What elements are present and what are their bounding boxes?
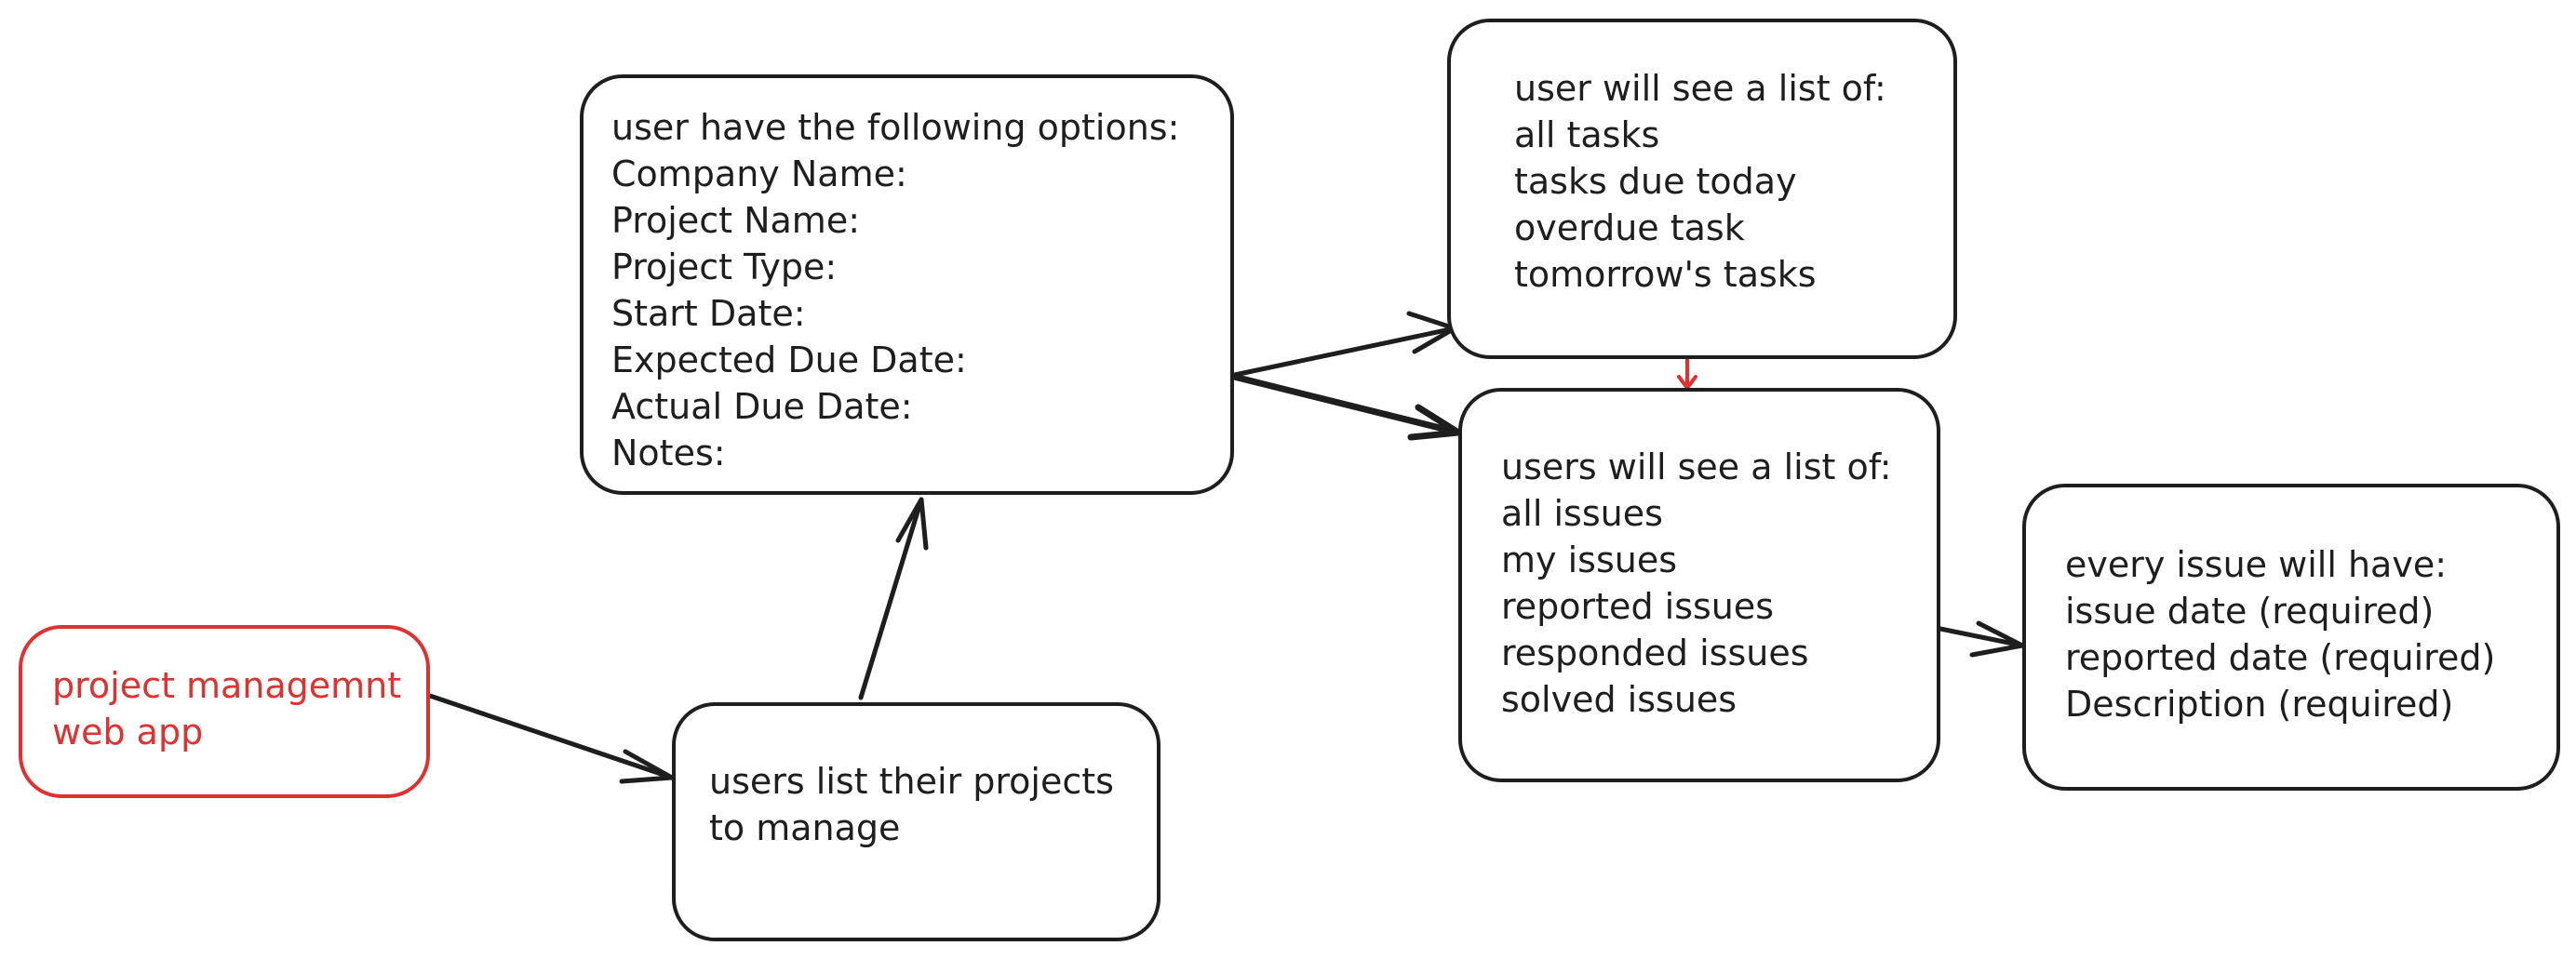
node-line: responded issues (1501, 633, 1809, 673)
node-line: Start Date: (611, 293, 806, 334)
node-line: users will see a list of: (1501, 446, 1892, 487)
node-line: tomorrow's tasks (1514, 254, 1817, 295)
arrow-issues-to-issue-fields (1938, 626, 2025, 648)
arrowhead-projects-to-options (895, 497, 929, 551)
node-line: solved issues (1501, 679, 1737, 720)
node-line: reported issues (1501, 586, 1775, 627)
node-line: reported date (required) (2065, 637, 2496, 678)
node-line: web app (52, 712, 204, 753)
node-line: Company Name: (611, 153, 907, 194)
arrow-options-to-issues (1227, 372, 1462, 436)
node-line: project managemnt (52, 665, 402, 706)
arrow-projects-to-options (858, 497, 924, 700)
node-line: Description (required) (2065, 684, 2454, 725)
node-task-list: user will see a list of: all tasks tasks… (1447, 19, 1957, 359)
node-line: all tasks (1514, 114, 1660, 155)
node-line: every issue will have: (2065, 544, 2448, 585)
node-line: users list their projects (709, 761, 1114, 802)
node-issue-fields: every issue will have: issue date (requi… (2022, 484, 2560, 791)
node-line: user will see a list of: (1514, 68, 1886, 109)
node-line: Project Name: (611, 200, 861, 241)
node-line: overdue task (1514, 207, 1745, 248)
node-line: all issues (1501, 493, 1663, 534)
node-line: my issues (1501, 539, 1677, 580)
node-users-list-projects: users list their projects to manage (672, 702, 1161, 941)
node-project-options: user have the following options: Company… (580, 74, 1234, 495)
node-line: Actual Due Date: (611, 386, 913, 427)
arrow-options-to-tasks (1228, 326, 1457, 379)
arrowhead-app-to-projects (619, 749, 675, 784)
node-line: Project Type: (611, 246, 838, 287)
node-line: tasks due today (1514, 161, 1797, 202)
arrow-app-to-projects (427, 693, 675, 780)
node-line: Expected Due Date: (611, 340, 967, 380)
node-line: Notes: (611, 433, 726, 473)
node-line: issue date (required) (2065, 591, 2435, 632)
node-project-management-web-app: project managemnt web app (19, 625, 430, 798)
node-issue-list: users will see a list of: all issues my … (1458, 388, 1940, 782)
node-line: user have the following options: (611, 107, 1180, 148)
node-line: to manage (709, 807, 901, 848)
